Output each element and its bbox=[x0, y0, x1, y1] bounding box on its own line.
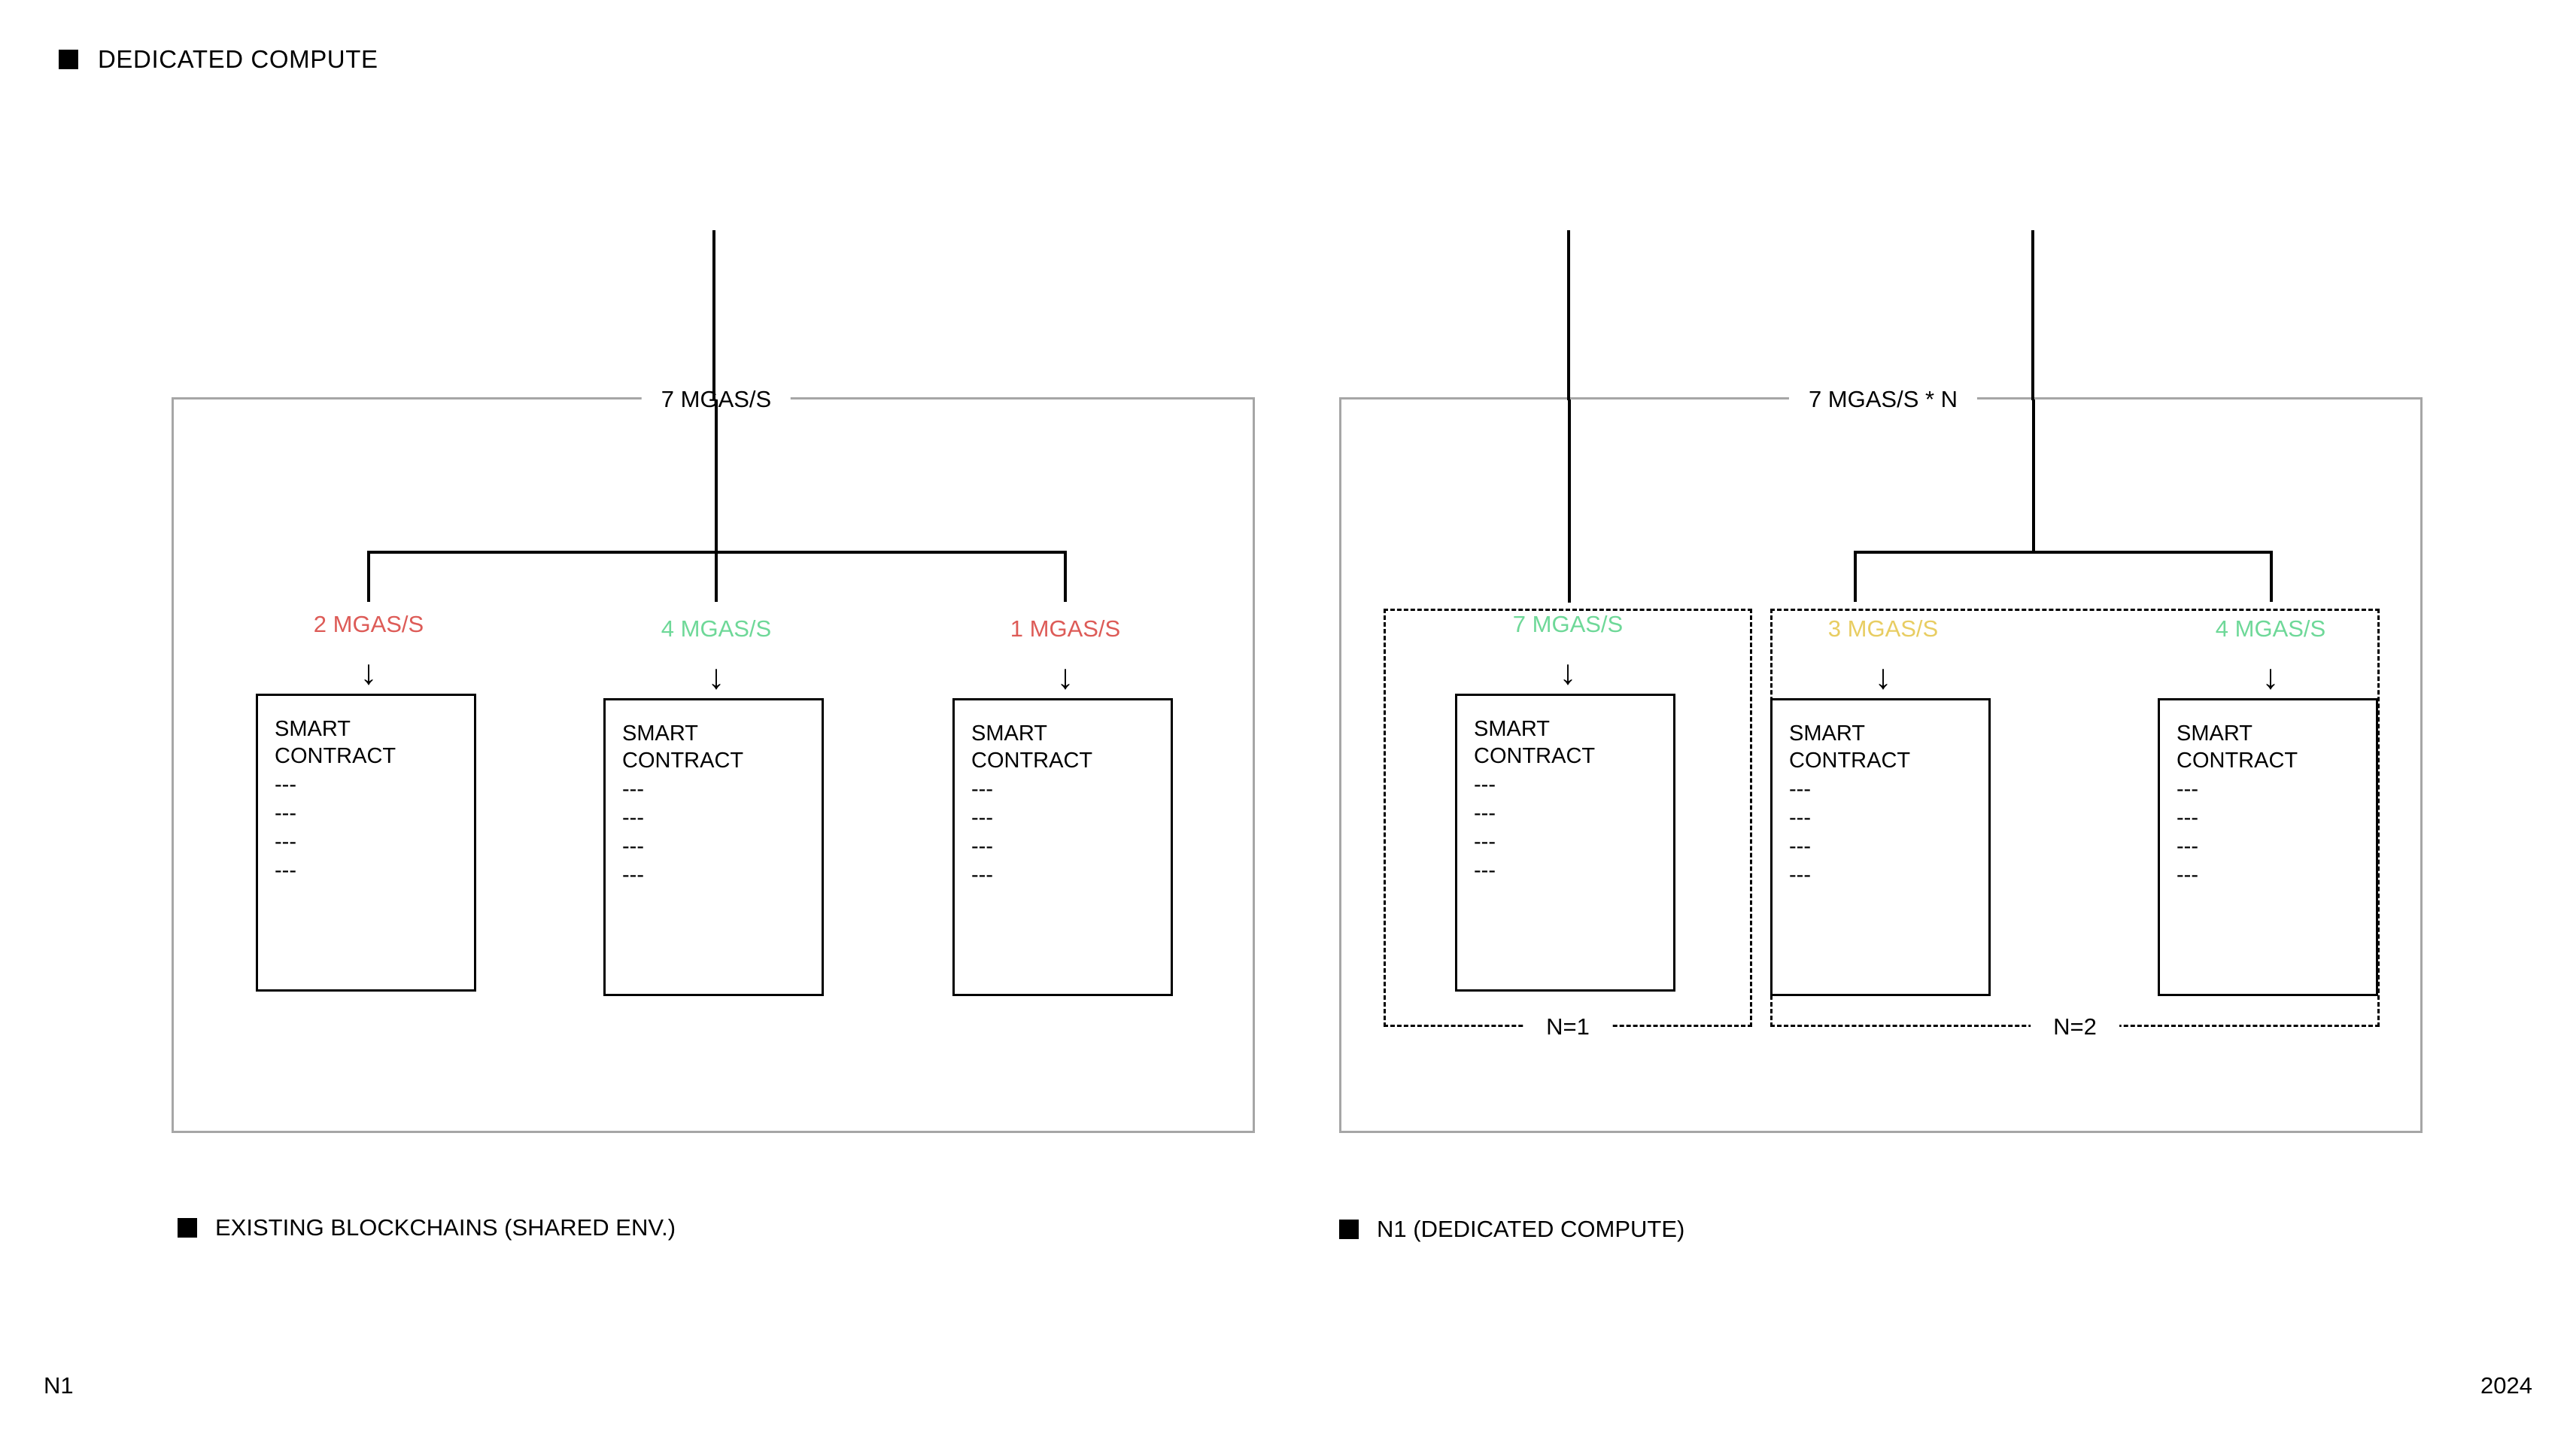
smart-contract-line: --- bbox=[1789, 863, 1811, 887]
smart-contract-line: --- bbox=[275, 858, 296, 882]
right-panel-caption-text: N1 (DEDICATED COMPUTE) bbox=[1377, 1216, 1685, 1242]
square-bullet-icon bbox=[178, 1217, 197, 1238]
smart-contract-line: --- bbox=[971, 834, 993, 858]
left-column-3: 1 MGAS/S ↓ SMART CONTRACT --- --- --- --… bbox=[952, 614, 1178, 996]
smart-contract-line: --- bbox=[971, 777, 993, 801]
arrow-down-icon: ↓ bbox=[1874, 657, 1892, 696]
smart-contract-title: SMART CONTRACT bbox=[1789, 721, 1911, 773]
footer-brand: N1 bbox=[44, 1372, 74, 1399]
smart-contract-line: --- bbox=[1474, 858, 1496, 882]
gas-throughput-label: 2 MGAS/S bbox=[313, 611, 424, 637]
smart-contract-title: SMART CONTRACT bbox=[275, 717, 396, 768]
smart-contract-line: --- bbox=[622, 806, 644, 830]
smart-contract-box: SMART CONTRACT --- --- --- --- bbox=[603, 698, 824, 996]
dashed-group-n2-label: N=2 bbox=[2031, 1010, 2119, 1043]
right-panel-trunk-above-2 bbox=[2031, 230, 2034, 400]
smart-contract-line: --- bbox=[1474, 830, 1496, 854]
smart-contract-box: SMART CONTRACT --- --- --- --- bbox=[1455, 694, 1675, 992]
square-bullet-icon bbox=[59, 49, 78, 69]
smart-contract-line: --- bbox=[275, 801, 296, 825]
left-panel-throughput-label: 7 MGAS/S bbox=[641, 383, 791, 416]
smart-contract-line: --- bbox=[1474, 801, 1496, 825]
gas-throughput-label: 3 MGAS/S bbox=[1827, 615, 1939, 642]
smart-contract-line: --- bbox=[1789, 777, 1811, 801]
left-column-1: 2 MGAS/S ↓ SMART CONTRACT --- --- --- --… bbox=[256, 609, 481, 992]
left-panel-caption-text: EXISTING BLOCKCHAINS (SHARED ENV.) bbox=[215, 1214, 676, 1241]
smart-contract-line: --- bbox=[622, 777, 644, 801]
smart-contract-line: --- bbox=[275, 773, 296, 797]
right-column-2: 3 MGAS/S ↓ SMART CONTRACT --- --- --- --… bbox=[1770, 614, 1996, 996]
smart-contract-line: --- bbox=[622, 863, 644, 887]
smart-contract-line: --- bbox=[1789, 806, 1811, 830]
right-panel-trunk-inside-2 bbox=[2032, 399, 2035, 552]
gas-throughput-label: 4 MGAS/S bbox=[661, 615, 772, 642]
smart-contract-title: SMART CONTRACT bbox=[1474, 717, 1596, 768]
smart-contract-line: --- bbox=[1789, 834, 1811, 858]
n1-dedicated-compute-panel: 7 MGAS/S * N N=1 N=2 7 MGAS/S ↓ SMART CO… bbox=[1339, 383, 2423, 1133]
smart-contract-line: --- bbox=[971, 863, 993, 887]
left-panel-caption: EXISTING BLOCKCHAINS (SHARED ENV.) bbox=[178, 1216, 676, 1239]
slide-title: DEDICATED COMPUTE bbox=[59, 47, 378, 71]
smart-contract-box: SMART CONTRACT --- --- --- --- bbox=[2158, 698, 2378, 996]
left-column-2: 4 MGAS/S ↓ SMART CONTRACT --- --- --- --… bbox=[603, 614, 829, 996]
arrow-down-icon: ↓ bbox=[360, 652, 378, 691]
gas-throughput-label: 1 MGAS/S bbox=[1010, 615, 1121, 642]
right-column-1: 7 MGAS/S ↓ SMART CONTRACT --- --- --- --… bbox=[1455, 609, 1681, 992]
smart-contract-line: --- bbox=[275, 830, 296, 854]
arrow-down-icon: ↓ bbox=[707, 657, 725, 696]
arrow-down-icon: ↓ bbox=[1559, 652, 1577, 691]
smart-contract-line: --- bbox=[2177, 834, 2198, 858]
smart-contract-title: SMART CONTRACT bbox=[2177, 721, 2298, 773]
footer-year: 2024 bbox=[2480, 1372, 2532, 1399]
dashed-group-n1: N=1 bbox=[1384, 609, 1752, 1043]
gas-throughput-label: 7 MGAS/S bbox=[1512, 611, 1624, 637]
existing-blockchains-panel: 7 MGAS/S 2 MGAS/S ↓ SMART CONTRACT --- -… bbox=[172, 383, 1255, 1133]
arrow-down-icon: ↓ bbox=[1056, 657, 1074, 696]
right-panel-throughput-label: 7 MGAS/S * N bbox=[1788, 383, 1978, 416]
left-panel-trunk-inside bbox=[715, 399, 718, 552]
smart-contract-box: SMART CONTRACT --- --- --- --- bbox=[1770, 698, 1991, 996]
right-panel-caption: N1 (DEDICATED COMPUTE) bbox=[1339, 1217, 1684, 1241]
smart-contract-box: SMART CONTRACT --- --- --- --- bbox=[952, 698, 1173, 996]
smart-contract-title: SMART CONTRACT bbox=[622, 721, 744, 773]
smart-contract-line: --- bbox=[1474, 773, 1496, 797]
smart-contract-line: --- bbox=[622, 834, 644, 858]
dashed-group-n1-label: N=1 bbox=[1523, 1010, 1612, 1043]
smart-contract-line: --- bbox=[2177, 777, 2198, 801]
smart-contract-line: --- bbox=[2177, 806, 2198, 830]
left-panel-tree-connector bbox=[174, 399, 1253, 625]
smart-contract-line: --- bbox=[2177, 863, 2198, 887]
smart-contract-line: --- bbox=[971, 806, 993, 830]
page-title: DEDICATED COMPUTE bbox=[98, 45, 378, 73]
smart-contract-title: SMART CONTRACT bbox=[971, 721, 1093, 773]
right-column-3: 4 MGAS/S ↓ SMART CONTRACT --- --- --- --… bbox=[2158, 614, 2383, 996]
square-bullet-icon bbox=[1339, 1219, 1359, 1239]
arrow-down-icon: ↓ bbox=[2262, 657, 2280, 696]
gas-throughput-label: 4 MGAS/S bbox=[2215, 615, 2326, 642]
right-panel-trunk-above-1 bbox=[1567, 230, 1570, 400]
smart-contract-box: SMART CONTRACT --- --- --- --- bbox=[256, 694, 476, 992]
right-panel-trunk-inside-1 bbox=[1568, 399, 1571, 603]
left-panel-trunk-above bbox=[712, 230, 715, 400]
right-panel-tree-connector bbox=[1341, 399, 2420, 625]
